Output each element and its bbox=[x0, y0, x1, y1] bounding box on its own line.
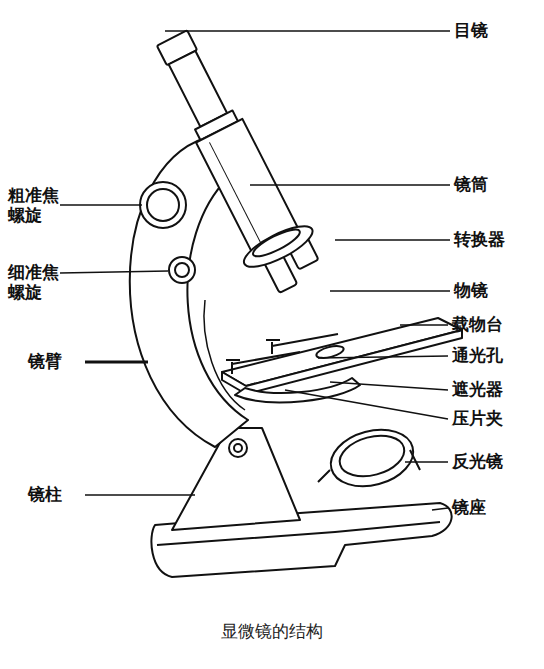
clip-right bbox=[266, 334, 338, 354]
coarse-knob bbox=[140, 182, 186, 228]
leader-line bbox=[60, 204, 142, 206]
leader-line bbox=[330, 290, 450, 292]
pillar-pivot-inner bbox=[234, 444, 242, 452]
leader-line bbox=[432, 508, 448, 510]
nosepiece bbox=[239, 219, 318, 275]
clip-left bbox=[226, 352, 300, 374]
figure-caption: 显微镜的结构 bbox=[0, 620, 544, 643]
pillar-shape bbox=[172, 428, 300, 530]
leader-line bbox=[165, 30, 450, 32]
mirror-inner bbox=[335, 429, 409, 483]
leader-line bbox=[85, 361, 148, 364]
tube-upper bbox=[169, 51, 228, 127]
part-label: 目镜 bbox=[454, 20, 534, 40]
tube-shade bbox=[209, 142, 261, 244]
leader-line bbox=[405, 461, 448, 463]
part-label: 转换器 bbox=[454, 229, 534, 249]
nosepiece-top bbox=[250, 225, 303, 261]
part-label: 镜臂 bbox=[28, 351, 88, 371]
pillar-pivot bbox=[229, 439, 247, 457]
fine-knob bbox=[169, 257, 195, 283]
leader-line bbox=[318, 356, 448, 358]
part-label: 细准焦 螺旋 bbox=[8, 262, 64, 302]
part-label: 通光孔 bbox=[452, 345, 532, 365]
coarse-knob-inner bbox=[147, 189, 179, 221]
part-label: 物镜 bbox=[454, 280, 534, 300]
part-label: 压片夹 bbox=[452, 408, 532, 428]
part-label: 镜筒 bbox=[454, 174, 534, 194]
part-label: 遮光器 bbox=[452, 379, 532, 399]
mirror-outer bbox=[324, 421, 419, 495]
part-label: 粗准焦 螺旋 bbox=[8, 185, 64, 225]
part-label: 载物台 bbox=[452, 314, 532, 334]
mirror-fork bbox=[318, 450, 420, 482]
part-label: 镜柱 bbox=[28, 484, 88, 504]
leader-line bbox=[400, 324, 448, 326]
part-label: 反光镜 bbox=[452, 451, 532, 471]
leader-line bbox=[330, 382, 448, 390]
stage-top bbox=[222, 318, 462, 386]
leader-line bbox=[285, 390, 448, 419]
leader-line bbox=[85, 494, 195, 496]
part-label: 镜座 bbox=[452, 497, 532, 517]
leader-line bbox=[250, 184, 450, 186]
leader-line bbox=[335, 239, 450, 241]
diaphragm bbox=[235, 378, 360, 402]
fine-knob-inner bbox=[175, 263, 189, 277]
leader-line bbox=[60, 271, 168, 273]
